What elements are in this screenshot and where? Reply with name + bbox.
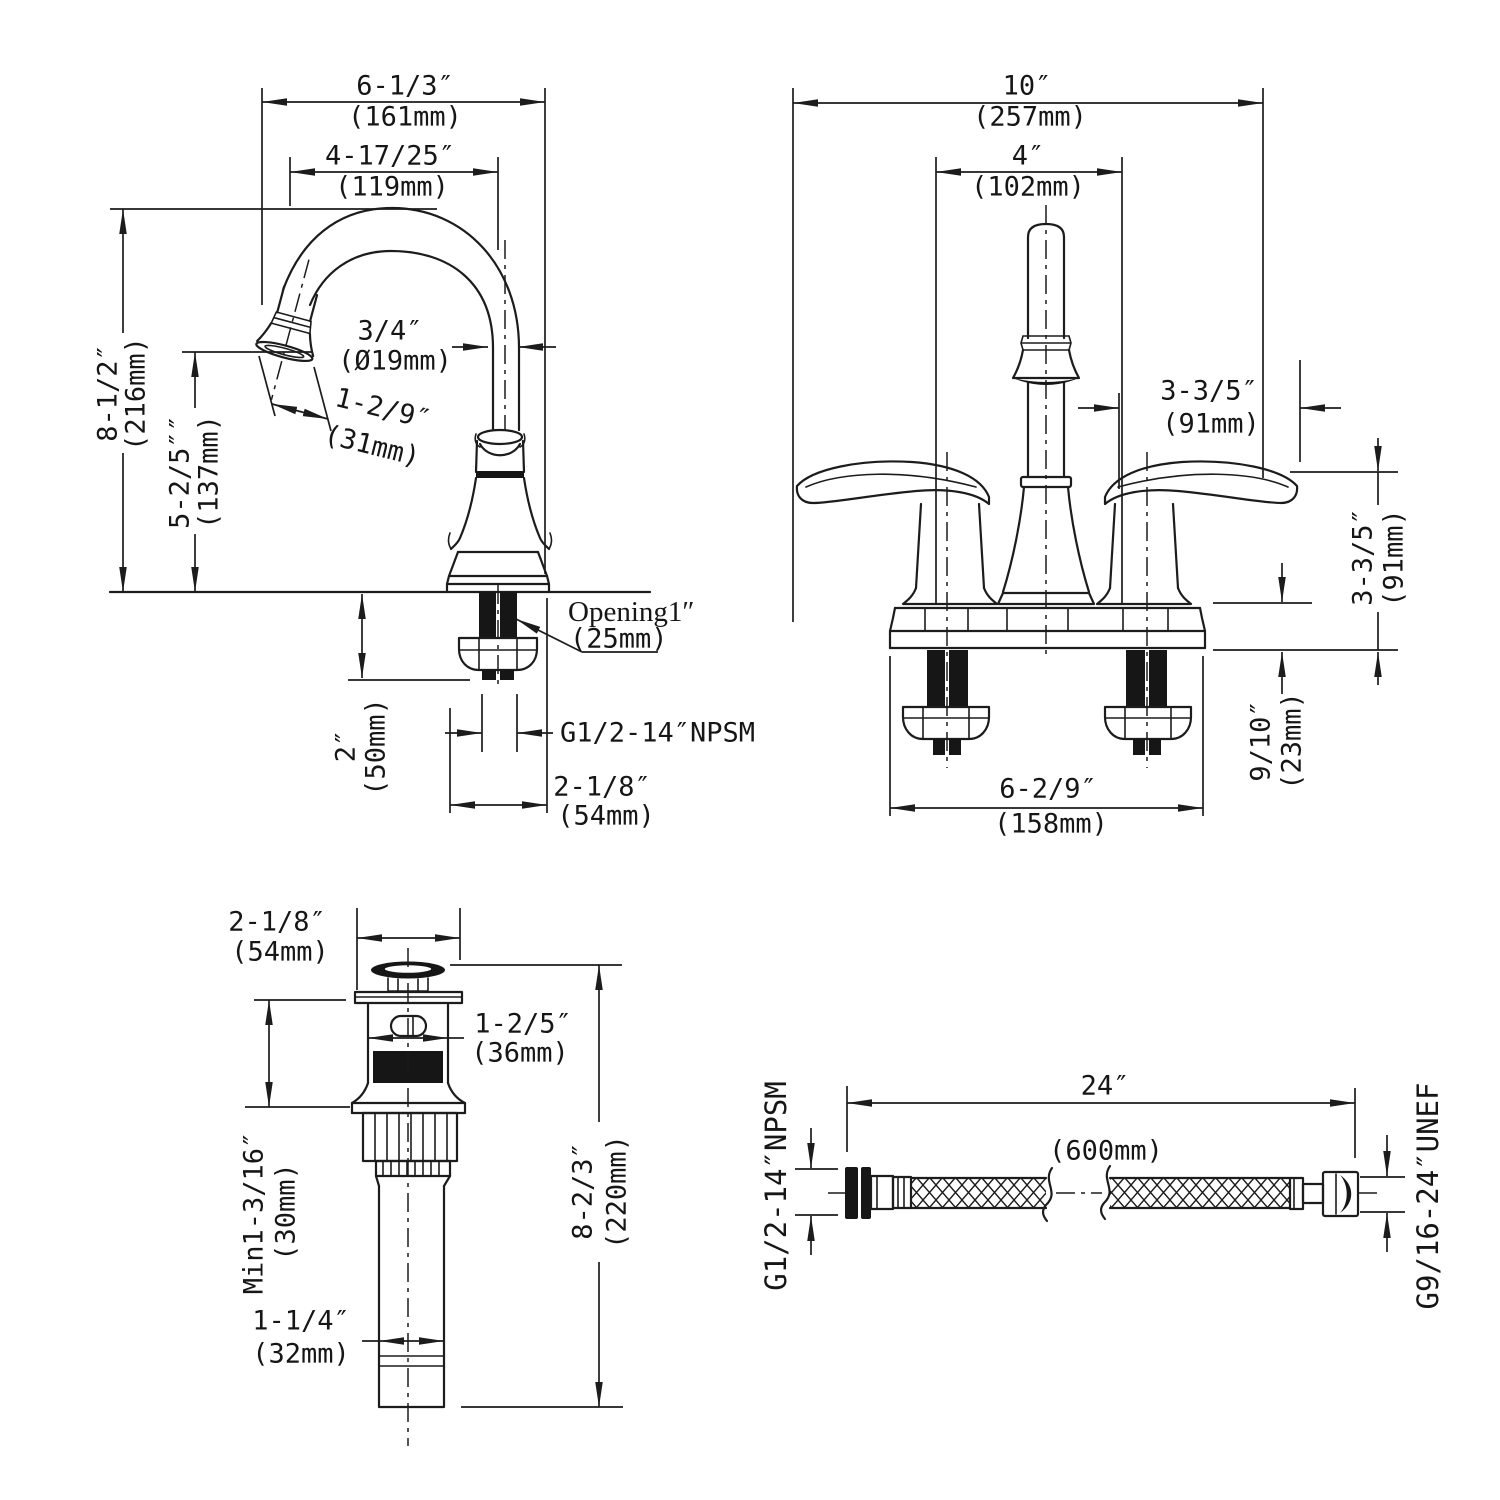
hole-spacing-in: 4″	[1012, 141, 1045, 172]
dim-base-diameter: 2-1/8″ (54mm)	[449, 598, 655, 832]
hose-length-mm: (600mm)	[1049, 1136, 1163, 1167]
left-ferrule	[891, 1175, 913, 1210]
faucet-side-shank	[457, 585, 539, 688]
right-nut	[1321, 1170, 1360, 1218]
drain-length-in: 8-2/3″	[568, 1142, 599, 1240]
spout-reach-mm: (161mm)	[348, 102, 462, 133]
dim-hose-left-thread: G1/2-14″NPSM	[759, 1081, 838, 1291]
dim-spout-arc: 4-17/25″ (119mm)	[289, 141, 499, 250]
deck-min-in: Min1-3/16″	[239, 1132, 270, 1295]
deck-plate	[888, 606, 1207, 650]
body-diameter-in: 1-2/5″	[474, 1009, 572, 1040]
faucet-side-body	[108, 206, 652, 688]
faucet-side-view: 6-1/3″ (161mm) 4-17/25″ (119mm) 8-1/2″ (…	[93, 71, 756, 832]
hole-spacing-mm: (102mm)	[971, 172, 1085, 203]
opening-label: Opening1″	[568, 596, 694, 628]
handle-height-in: 3-3/5″	[1348, 508, 1379, 606]
spout-outer	[281, 206, 521, 432]
base-diameter-mm: (54mm)	[557, 801, 655, 832]
base-width-mm: (158mm)	[994, 809, 1108, 840]
dim-tailpipe-diameter: 1-1/4″ (32mm)	[252, 1306, 444, 1370]
dim-flange-diameter: 2-1/8″ (54mm)	[228, 907, 461, 990]
dim-overall-width: 10″ (257mm)	[792, 71, 1264, 622]
dim-body-diameter: 1-2/5″ (36mm)	[368, 1009, 572, 1069]
right-ferrule	[1288, 1176, 1305, 1211]
faucet-front-body	[795, 205, 1299, 768]
deck-thickness-mm: (23mm)	[1277, 692, 1308, 790]
flange-diameter-mm: (54mm)	[231, 937, 329, 968]
dim-overall-height: 8-1/2″ (216mm)	[93, 208, 437, 592]
flange-diameter-in: 2-1/8″	[228, 907, 326, 938]
overall-height-in: 8-1/2″	[93, 344, 124, 442]
tailpipe	[377, 1184, 446, 1409]
spout-arc-mm: (119mm)	[335, 172, 449, 203]
braid-left	[911, 1178, 1046, 1208]
aerator	[1013, 378, 1079, 385]
dim-shank-length: 2″ (50mm)	[331, 594, 470, 796]
spout-height-in: 5-2/5″″	[165, 415, 196, 529]
spout-arc-in: 4-17/25″	[325, 141, 455, 172]
handle-height-mm: (91mm)	[1379, 509, 1410, 607]
shank-length-in: 2″	[331, 730, 362, 763]
spout-nozzle	[255, 259, 319, 400]
dim-spout-diameter: 3/4″ (Ø19mm)	[338, 316, 556, 377]
hose-length-in: 24″	[1081, 1071, 1130, 1102]
thread-ring	[374, 1159, 452, 1178]
opening-mm: (25mm)	[570, 624, 668, 655]
overall-width-mm: (257mm)	[973, 102, 1087, 133]
hose-left-thread-label: G1/2-14″NPSM	[759, 1081, 793, 1291]
overall-width-in: 10″	[1003, 71, 1052, 102]
spout-reach-in: 6-1/3″	[356, 71, 454, 102]
inlet-thread-label: G1/2-14″NPSM	[560, 718, 755, 749]
deck-thickness-in: 9/10″	[1246, 700, 1277, 781]
spout-diameter-mm: (Ø19mm)	[338, 346, 452, 377]
handle-reach-mm: (91mm)	[1162, 409, 1260, 440]
drain-length-mm: (220mm)	[602, 1135, 633, 1249]
locknut	[361, 1111, 459, 1163]
dim-spout-reach: 6-1/3″ (161mm)	[261, 71, 546, 574]
dim-handle-reach: 3-3/5″ (91mm)	[1078, 360, 1341, 489]
dim-deck-thickness: 9/10″ (23mm)	[1213, 563, 1312, 790]
hose-view: 24″ (600mm) G1/2-14″NPSM G9/16-24″UNEF	[759, 1071, 1445, 1310]
dim-hose-length: 24″ (600mm)	[846, 1071, 1356, 1167]
callout-opening: Opening1″ (25mm)	[515, 596, 694, 655]
dim-hose-right-thread: G9/16-24″UNEF	[1360, 1083, 1445, 1310]
deck-min-mm: (30mm)	[271, 1163, 302, 1261]
shank-right	[1103, 650, 1193, 755]
faucet-side-base	[445, 428, 553, 594]
drain-body	[350, 948, 467, 1446]
dim-deck-min: Min1-3/16″ (30mm)	[239, 999, 350, 1295]
spout-diameter-in: 3/4″	[357, 316, 422, 347]
base-width-in: 6-2/9″	[999, 774, 1097, 805]
dim-handle-height: 3-3/5″ (91mm)	[1213, 438, 1410, 685]
break-line-right	[1099, 1164, 1112, 1221]
dim-drain-length: 8-2/3″ (220mm)	[450, 964, 633, 1408]
tailpipe-diameter-mm: (32mm)	[252, 1339, 350, 1370]
hose-right-thread-label: G9/16-24″UNEF	[1411, 1083, 1445, 1310]
body-diameter-mm: (36mm)	[471, 1038, 569, 1069]
dim-base-width: 6-2/9″ (158mm)	[889, 656, 1204, 840]
faucet-front-view: 10″ (257mm) 4″ (102mm) 3-3/5″ (91mm) 3-3…	[792, 71, 1410, 840]
dim-inlet-thread: G1/2-14″NPSM	[445, 694, 755, 752]
overall-height-mm: (216mm)	[121, 337, 152, 451]
dim-hole-spacing: 4″ (102mm)	[935, 141, 1123, 604]
handle-left	[795, 460, 999, 606]
shank-length-mm: (50mm)	[361, 698, 392, 796]
braid-right	[1110, 1178, 1290, 1208]
shank-left	[901, 650, 991, 755]
spout-inner	[308, 249, 495, 432]
handle-reach-in: 3-3/5″	[1160, 376, 1258, 407]
hose-body	[828, 1164, 1382, 1223]
break-line-left	[1041, 1166, 1054, 1223]
drain-view: 2-1/8″ (54mm) 1-2/5″ (36mm) Min1-3/16″ (…	[228, 907, 633, 1446]
base-diameter-in: 2-1/8″	[553, 772, 651, 803]
left-nut	[845, 1167, 858, 1219]
spout-height-mm: (137mm)	[194, 415, 225, 529]
dim-spout-height: 5-2/5″″ (137mm)	[165, 351, 313, 592]
handle-right	[1095, 460, 1299, 606]
tailpipe-diameter-in: 1-1/4″	[252, 1306, 350, 1337]
